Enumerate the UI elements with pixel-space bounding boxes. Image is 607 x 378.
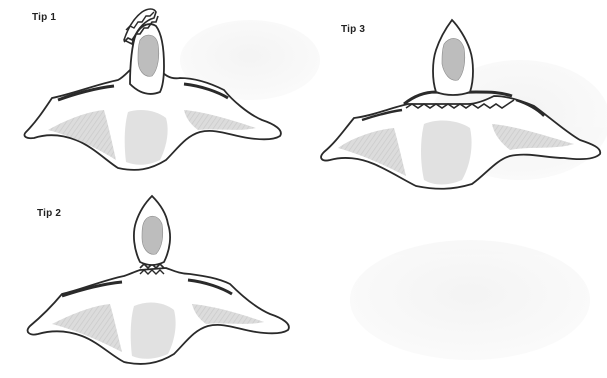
figure-tip-2 [28, 196, 289, 364]
tip-2-shade-center [131, 303, 176, 359]
label-tip-1: Tip 1 [32, 12, 56, 23]
label-tip-2: Tip 2 [37, 208, 61, 219]
tip-1-shade-center [125, 110, 168, 165]
tip-3-shade-center [421, 121, 472, 185]
tip-1-bone [138, 35, 159, 76]
tip-2-bone [142, 216, 163, 254]
label-tip-3: Tip 3 [341, 24, 365, 35]
